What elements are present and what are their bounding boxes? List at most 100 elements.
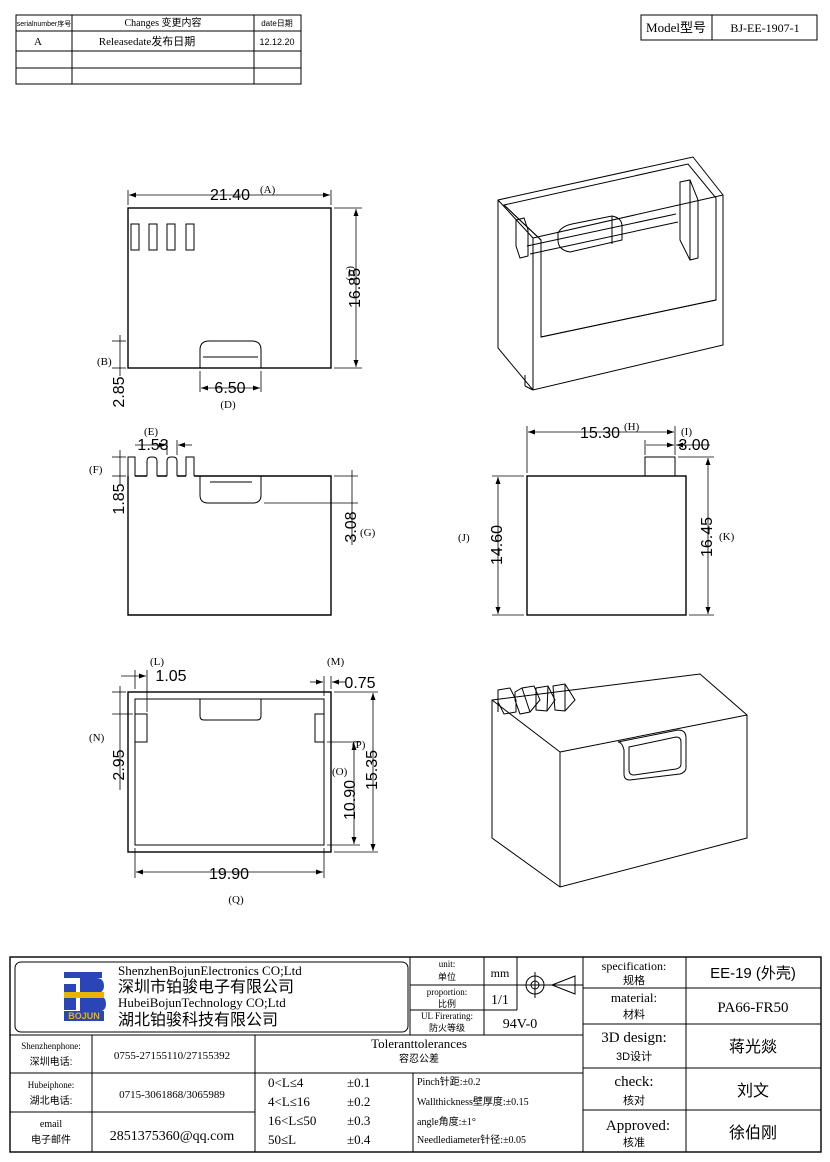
- proportion-label-cn: 比例: [438, 998, 456, 1009]
- tolerance-range-3: 16<L≤50: [268, 1113, 316, 1128]
- hubei-phone: 0715-3061868/3065989: [119, 1089, 225, 1101]
- hubei-phone-label-cn: 湖北电话:: [30, 1094, 73, 1107]
- side-view: 15.30 (H) 3.00 (I) 14.60 (J) 16.45 (K): [458, 421, 735, 616]
- shenzhen-phone-label-cn: 深圳电话:: [30, 1055, 73, 1068]
- check-label-cn: 核对: [623, 1093, 645, 1107]
- dim-b-value: 2.85: [111, 376, 128, 407]
- dim-g-tag: (G): [360, 527, 376, 539]
- note-angle: angle角度:±1°: [417, 1115, 476, 1128]
- dim-e-tag: (E): [144, 426, 158, 438]
- shenzhen-phone: 0755-27155110/27155392: [114, 1050, 230, 1062]
- dim-k-value: 16.45: [699, 517, 716, 557]
- dim-d-tag: (D): [220, 399, 236, 411]
- bottom-view: 1.05 (L) 0.75 (M) (N) 2.95 10.90 (O) 15.…: [89, 656, 381, 906]
- projection-symbol-icon: [522, 972, 580, 998]
- dim-n-tag: (N): [89, 732, 105, 744]
- revision-header-date: date日期: [261, 19, 293, 28]
- title-block: BOJUN ShenzhenBojunElectronics CO;Ltd 深圳…: [9, 956, 822, 1153]
- dim-q-value: 19.90: [209, 866, 249, 883]
- dim-i-tag: (I): [681, 426, 692, 438]
- model-value: BJ-EE-1907-1: [730, 21, 799, 35]
- tolerance-title-en: Toleranttolerances: [371, 1036, 467, 1051]
- dim-c-value: 16.85: [347, 268, 364, 308]
- dim-e-value: 1.53: [137, 437, 168, 454]
- dim-b-tag: (B): [97, 356, 112, 368]
- shenzhen-phone-label-en: Shenzhenphone:: [21, 1041, 80, 1051]
- email: 2851375360@qq.com: [110, 1129, 235, 1144]
- dim-j-value: 14.60: [489, 525, 506, 565]
- ul-label-en: UL Firerating:: [421, 1011, 473, 1021]
- dim-i-value: 3.00: [678, 437, 709, 454]
- approved-label-cn: 核准: [623, 1135, 645, 1149]
- spec-label-en: specification:: [602, 959, 667, 973]
- revision-table: serialnumber序号 Changes 变更内容 date日期 A Rel…: [15, 14, 302, 85]
- bojun-logo: BOJUN: [64, 972, 106, 1021]
- tolerance-range-4: 50≤L: [268, 1132, 296, 1147]
- material-label-en: material:: [611, 990, 657, 1005]
- dim-k-tag: (K): [719, 531, 735, 543]
- email-label-cn: 电子邮件: [31, 1133, 71, 1146]
- design-value: 蒋光燚: [729, 1038, 777, 1056]
- dim-h-tag: (H): [624, 421, 640, 433]
- company-en-1: ShenzhenBojunElectronics CO;Ltd: [118, 963, 302, 978]
- check-label-en: check:: [614, 1074, 653, 1090]
- unit-value: mm: [491, 966, 510, 980]
- unit-label-cn: 单位: [438, 971, 456, 982]
- email-label-en: email: [40, 1119, 62, 1130]
- company-cn-2: 湖北铂骏科技有限公司: [118, 1011, 278, 1029]
- tolerance-range-1: 0<L≤4: [268, 1075, 304, 1090]
- note-wall: Wallthickness壁厚度:±0.15: [417, 1095, 529, 1108]
- revision-header-serial: serialnumber序号: [17, 19, 71, 28]
- tolerance-range-2: 4<L≤16: [268, 1094, 310, 1109]
- dim-m-value: 0.75: [344, 675, 375, 692]
- tolerance-value-1: ±0.1: [347, 1075, 370, 1090]
- dim-f-tag: (F): [89, 464, 103, 476]
- front-view: 1.53 (E) (F) 1.85 3.08 (G): [89, 426, 376, 616]
- revision-cell-change: Releasedate发布日期: [99, 34, 196, 48]
- iso-view-closed: [491, 673, 748, 888]
- dim-m-tag: (M): [327, 656, 344, 668]
- company-en-2: HubeiBojunTechnology CO;Ltd: [118, 995, 286, 1010]
- dim-p-tag: (P): [352, 739, 366, 751]
- iso-view-open: [497, 156, 724, 391]
- revision-cell-serial: A: [34, 36, 42, 48]
- spec-label-cn: 规格: [623, 973, 645, 987]
- ul-label-cn: 防火等级: [429, 1022, 465, 1033]
- approved-value: 徐伯刚: [729, 1124, 777, 1142]
- proportion-value: 1/1: [491, 993, 509, 1008]
- model-label: Model型号: [646, 20, 706, 35]
- dim-g-value: 3.08: [343, 511, 360, 542]
- top-view: 21.40 (A) 16.85 (C) (B) 2.85 6.50 (D): [97, 184, 364, 411]
- hubei-phone-label-en: Hubeiphone:: [28, 1080, 75, 1090]
- material-label-cn: 材料: [623, 1007, 645, 1021]
- dim-p-value: 15.35: [364, 750, 381, 790]
- tolerance-value-4: ±0.4: [347, 1132, 371, 1147]
- revision-header-changes: Changes 变更内容: [125, 16, 202, 29]
- approved-label-en: Approved:: [606, 1118, 670, 1134]
- ul-value: 94V-0: [503, 1017, 538, 1032]
- material-value: PA66-FR50: [717, 1000, 788, 1016]
- dim-j-tag: (J): [458, 532, 470, 544]
- note-pinch: Pinch针距:±0.2: [417, 1075, 481, 1088]
- dim-l-tag: (L): [150, 656, 164, 668]
- dim-a-tag: (A): [260, 184, 276, 196]
- note-needle: Needlediameter针径:±0.05: [417, 1133, 526, 1146]
- design-label-cn: 3D设计: [616, 1050, 652, 1063]
- dim-a-value: 21.40: [210, 187, 250, 204]
- unit-label-en: unit:: [439, 959, 456, 969]
- tolerance-value-3: ±0.3: [347, 1113, 370, 1128]
- spec-value: EE-19 (外壳): [710, 965, 796, 982]
- dim-l-value: 1.05: [155, 668, 186, 685]
- revision-cell-date: 12.12.20: [259, 37, 294, 47]
- design-label-en: 3D design:: [601, 1030, 666, 1046]
- dim-o-tag: (O): [332, 766, 348, 778]
- proportion-label-en: proportion:: [427, 987, 468, 997]
- dim-f-value: 1.85: [111, 483, 128, 514]
- dim-h-value: 15.30: [580, 425, 620, 442]
- dim-d-value: 6.50: [214, 380, 245, 397]
- company-cn-1: 深圳市铂骏电子有限公司: [118, 978, 294, 996]
- tolerance-title-cn: 容忍公差: [399, 1052, 439, 1065]
- model-box: Model型号 BJ-EE-1907-1: [640, 14, 818, 41]
- tolerance-value-2: ±0.2: [347, 1094, 370, 1109]
